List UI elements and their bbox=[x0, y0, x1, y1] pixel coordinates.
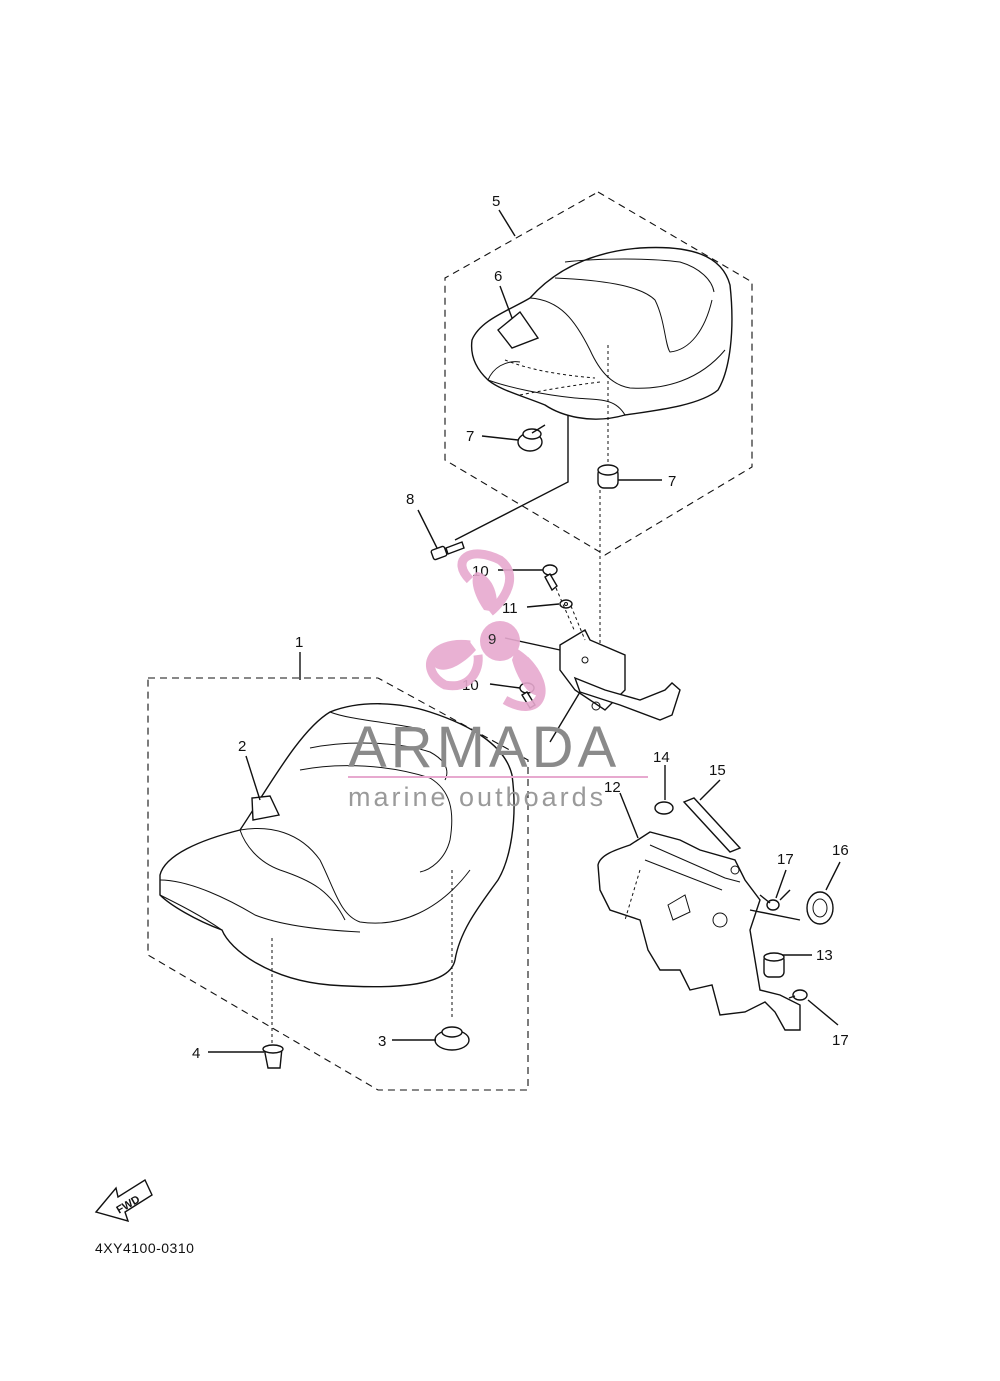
rear-seat-bumper-right bbox=[597, 464, 619, 489]
fwd-arrow-icon: FWD bbox=[94, 1178, 153, 1223]
bolt-8 bbox=[430, 541, 465, 561]
front-seat bbox=[159, 703, 515, 1050]
callout-4: 4 bbox=[192, 1045, 200, 1062]
callout-17-bottom: 17 bbox=[832, 1032, 849, 1049]
rubber-strip-15 bbox=[682, 797, 742, 853]
armada-logo-watermark: 9 bbox=[426, 549, 546, 711]
screw-17-bottom bbox=[788, 989, 808, 1001]
part-code: 4XY4100-0310 bbox=[95, 1240, 194, 1256]
rear-seat-bumper-left bbox=[517, 428, 543, 452]
callout-8: 8 bbox=[406, 491, 414, 508]
callout-1: 1 bbox=[295, 634, 303, 651]
callout-13: 13 bbox=[816, 947, 833, 964]
washer-11 bbox=[559, 599, 573, 609]
front-seat-bumper-3 bbox=[434, 1026, 470, 1051]
callout-9: 9 bbox=[488, 631, 496, 648]
callout-17-top: 17 bbox=[777, 851, 794, 868]
callout-7-left: 7 bbox=[466, 428, 474, 445]
watermark-tagline: marine outboards bbox=[348, 782, 606, 812]
callout-12: 12 bbox=[604, 779, 621, 796]
grommet-14 bbox=[654, 801, 674, 815]
callout-16: 16 bbox=[832, 842, 849, 859]
watermark-brand: ARMADA bbox=[348, 715, 620, 780]
seat-bracket-9 bbox=[549, 629, 681, 743]
damper-13 bbox=[763, 952, 785, 978]
callout-5: 5 bbox=[492, 193, 500, 210]
front-seat-group-boundary bbox=[147, 677, 529, 1091]
nut-4 bbox=[262, 1044, 284, 1069]
callout-3: 3 bbox=[378, 1033, 386, 1050]
callout-6: 6 bbox=[494, 268, 502, 285]
rear-seat-group-boundary bbox=[444, 191, 753, 556]
callout-11: 11 bbox=[502, 600, 518, 617]
screw-17-top bbox=[759, 894, 780, 911]
grommet-16 bbox=[806, 891, 834, 925]
callout-15: 15 bbox=[709, 762, 726, 779]
rear-seat bbox=[470, 246, 733, 420]
callout-2: 2 bbox=[238, 738, 246, 755]
bolt-10-top bbox=[542, 564, 558, 592]
callout-14: 14 bbox=[653, 749, 670, 766]
seat-cover-12 bbox=[597, 831, 801, 1031]
callout-7-right: 7 bbox=[668, 473, 676, 490]
watermark-divider bbox=[348, 776, 648, 778]
